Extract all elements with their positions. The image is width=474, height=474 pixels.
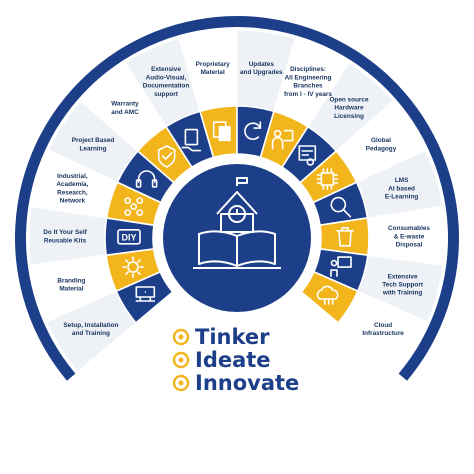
segment-label-line: Open source — [329, 97, 369, 104]
segment-label-line: Branches — [293, 83, 323, 90]
diy-icon-text: DIY — [121, 232, 136, 242]
icon-cell — [300, 270, 359, 324]
file-copy-icon — [212, 121, 231, 142]
diy-icon: DIY — [117, 229, 141, 245]
segment-label-line: Consumables — [388, 225, 430, 232]
segment-label-line: Global — [371, 137, 391, 144]
segment-label-line: and Training — [72, 330, 110, 337]
segment-label-line: Academia, — [56, 181, 88, 188]
presenter-icon — [271, 129, 294, 150]
segment-label-line: Disposal — [396, 242, 423, 249]
lightbulb-head-icon — [172, 351, 190, 369]
segment-label-line: Tech Support — [382, 282, 424, 289]
segment-label-line: with Training — [382, 290, 423, 297]
idea-people-icon — [172, 328, 190, 346]
refresh-icon — [244, 121, 262, 140]
brand-word: Tinker — [195, 325, 270, 349]
segment-label-line: Documentation — [143, 83, 190, 90]
sun-gear-icon — [122, 256, 144, 278]
hand-document-icon — [181, 128, 202, 152]
segment-icons: DIY — [117, 121, 354, 305]
segment-label-line: Disciplines: — [290, 66, 326, 73]
segment-label-line: Learning — [80, 145, 107, 152]
brand-word: Innovate — [195, 371, 299, 395]
segment-label-line: AI based — [388, 185, 415, 192]
shield-check-icon — [157, 145, 176, 168]
teacher-board-icon — [330, 256, 352, 277]
segment-label-line: & E-waste — [394, 233, 425, 240]
school-book-icon — [193, 177, 281, 269]
segment-label-line: Extensive — [388, 273, 418, 280]
segment-label-line: Project Based — [72, 137, 115, 144]
brand-word: Ideate — [195, 348, 271, 372]
segment-label-line: Licensing — [334, 113, 364, 120]
segment-label-line: Cloud — [374, 322, 392, 329]
gear-idea-icon — [172, 374, 190, 392]
segment-label-line: and Upgrades — [240, 69, 283, 76]
network-people-icon — [124, 197, 144, 217]
segment-label-line: Network — [60, 198, 86, 205]
segment-label-line: Reusable Kits — [44, 237, 87, 244]
segment-label-line: Audio-Visual, — [146, 74, 187, 81]
segment-label-line: Research, — [57, 189, 88, 196]
segment-label-line: support — [154, 91, 179, 98]
segment-label-line: Setup, Installation — [63, 322, 118, 329]
segment-label-line: from I - IV years — [284, 91, 332, 98]
segment-label-line: Infrastructure — [362, 330, 404, 337]
segment-label-line: Branding — [57, 277, 85, 284]
segment-label-line: All Engineering — [285, 74, 332, 81]
center-hub — [157, 158, 317, 318]
segment-label-line: Hardware — [334, 105, 364, 112]
segment-label-line: Proprietary — [196, 61, 231, 68]
segment-label-line: Industrial, — [57, 173, 88, 180]
chip-icon — [316, 168, 339, 190]
cloud-icon — [316, 285, 339, 305]
segment-label-line: Updates — [249, 61, 275, 68]
headset-icon — [135, 170, 158, 188]
certificate-icon — [298, 145, 317, 166]
segment-label-line: LMS — [395, 177, 409, 184]
segment-label-line: Warranty — [111, 101, 139, 108]
segment-label-line: Extensive — [151, 66, 181, 73]
segment-label-line: and AMC — [111, 109, 139, 116]
icon-ring — [104, 105, 370, 324]
network-devices-icon — [135, 286, 156, 302]
trash-icon — [336, 227, 354, 247]
segment-label-line: Do It Your Self — [43, 229, 87, 236]
brain-search-icon — [330, 196, 352, 218]
segment-label: Industrial,Academia,Research, Network — [56, 173, 88, 205]
segment-label-line: Pedagogy — [366, 145, 397, 152]
segment-wedges — [28, 29, 446, 373]
segment-label-line: Material — [59, 286, 83, 293]
segment-label-line: Material — [201, 69, 225, 76]
segment-label-line: E-Learning — [385, 194, 418, 201]
